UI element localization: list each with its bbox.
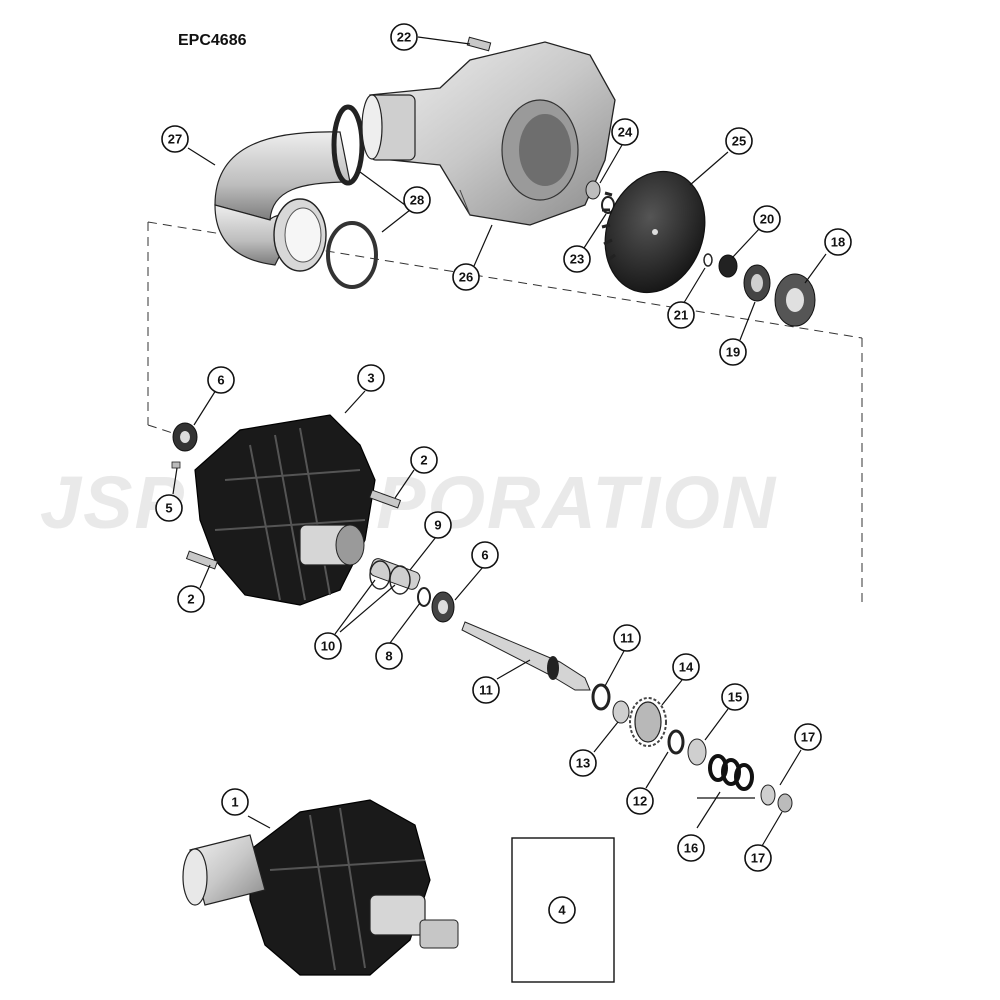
part-20-nut <box>718 254 738 278</box>
svg-text:20: 20 <box>760 212 774 227</box>
callout-11-upper: 11 <box>613 624 641 652</box>
callout-13: 14 <box>672 653 700 681</box>
svg-text:25: 25 <box>732 134 746 149</box>
svg-text:9: 9 <box>434 518 441 533</box>
svg-text:15: 15 <box>728 690 742 705</box>
svg-text:2: 2 <box>187 592 194 607</box>
svg-text:3: 3 <box>367 371 374 386</box>
part-13-gear <box>629 697 667 747</box>
part-3-pump-housing <box>194 414 376 606</box>
callout-9: 10 <box>314 632 342 660</box>
svg-text:5: 5 <box>165 501 172 516</box>
svg-text:8: 8 <box>385 649 392 664</box>
callout-6-lower: 6 <box>471 541 499 569</box>
part-15-seals <box>708 754 754 791</box>
svg-text:1: 1 <box>231 795 238 810</box>
watermark: JSP CORPORATION <box>40 461 777 544</box>
svg-text:11: 11 <box>479 683 493 698</box>
part-11-ring-a <box>591 683 611 711</box>
part-9-rings <box>369 560 411 595</box>
callout-27: 27 <box>161 125 189 153</box>
part-11-ring-b <box>667 729 685 755</box>
callout-14: 15 <box>721 683 749 711</box>
callout-15: 16 <box>677 834 705 862</box>
svg-text:26: 26 <box>459 270 473 285</box>
callout-5: 5 <box>155 494 183 522</box>
svg-text:16: 16 <box>684 841 698 856</box>
svg-text:17: 17 <box>801 730 815 745</box>
callout-28: 28 <box>403 186 431 214</box>
part-10-shaft <box>461 621 591 691</box>
part-25-housing <box>361 41 616 226</box>
callout-7: 8 <box>375 642 403 670</box>
svg-text:23: 23 <box>570 252 584 267</box>
part-12-bushing <box>612 700 630 724</box>
callout-10: 11 <box>472 676 500 704</box>
part-23-bushing <box>585 180 601 200</box>
svg-text:22: 22 <box>397 30 411 45</box>
part-28-clamps <box>326 104 378 289</box>
svg-text:2: 2 <box>420 453 427 468</box>
part-6-bearing-lower <box>431 591 455 623</box>
callout-2-upper: 2 <box>410 446 438 474</box>
part-2-bolt-b <box>185 550 219 570</box>
diagram-code: EPC4686 <box>178 32 247 49</box>
svg-text:27: 27 <box>168 132 182 147</box>
part-1-assembly <box>182 799 459 976</box>
part-27-elbow-pipe <box>214 131 351 272</box>
callout-22: 23 <box>563 245 591 273</box>
callout-4: 4 <box>548 896 576 924</box>
svg-text:14: 14 <box>679 660 694 675</box>
part-14-bushing <box>687 738 707 766</box>
callout-8: 9 <box>424 511 452 539</box>
callout-21: 21 <box>667 301 695 329</box>
part-21-washer <box>703 253 713 267</box>
callout-11-lower: 12 <box>626 787 654 815</box>
callout-6-upper: 6 <box>207 366 235 394</box>
svg-text:24: 24 <box>618 125 633 140</box>
svg-text:6: 6 <box>481 548 488 563</box>
svg-text:11: 11 <box>620 631 634 646</box>
callout-26: 22 <box>390 23 418 51</box>
part-18-cover <box>774 273 816 327</box>
callout-16: 17 <box>794 723 822 751</box>
svg-text:19: 19 <box>726 345 740 360</box>
svg-text:4: 4 <box>558 903 566 918</box>
svg-text:13: 13 <box>576 756 590 771</box>
svg-text:28: 28 <box>410 193 424 208</box>
part-7-washer <box>417 587 431 607</box>
callout-24: 25 <box>725 127 753 155</box>
callout-25: 26 <box>452 263 480 291</box>
svg-text:21: 21 <box>674 308 688 323</box>
svg-text:6: 6 <box>217 373 224 388</box>
part-6-bearing-upper <box>172 422 198 452</box>
svg-text:12: 12 <box>633 794 647 809</box>
part-17-nut <box>777 793 793 813</box>
part-24-impeller <box>601 170 706 294</box>
callout-18: 18 <box>824 228 852 256</box>
part-2-bolt-a <box>368 489 402 509</box>
leader-lines <box>172 36 827 847</box>
callout-1: 1 <box>221 788 249 816</box>
svg-text:18: 18 <box>831 235 845 250</box>
callout-19: 19 <box>719 338 747 366</box>
callout-23: 24 <box>611 118 639 146</box>
part-26-bolt <box>466 36 492 52</box>
callout-12: 13 <box>569 749 597 777</box>
svg-text:17: 17 <box>751 851 765 866</box>
callout-2-lower: 2 <box>177 585 205 613</box>
callout-20: 20 <box>753 205 781 233</box>
part-4-box <box>511 837 615 983</box>
svg-text:10: 10 <box>321 639 335 654</box>
callout-17: 17 <box>744 844 772 872</box>
part-5-pin <box>171 461 181 469</box>
callout-3: 3 <box>357 364 385 392</box>
part-16-bushing <box>760 784 776 806</box>
part-19-seal <box>743 264 771 302</box>
